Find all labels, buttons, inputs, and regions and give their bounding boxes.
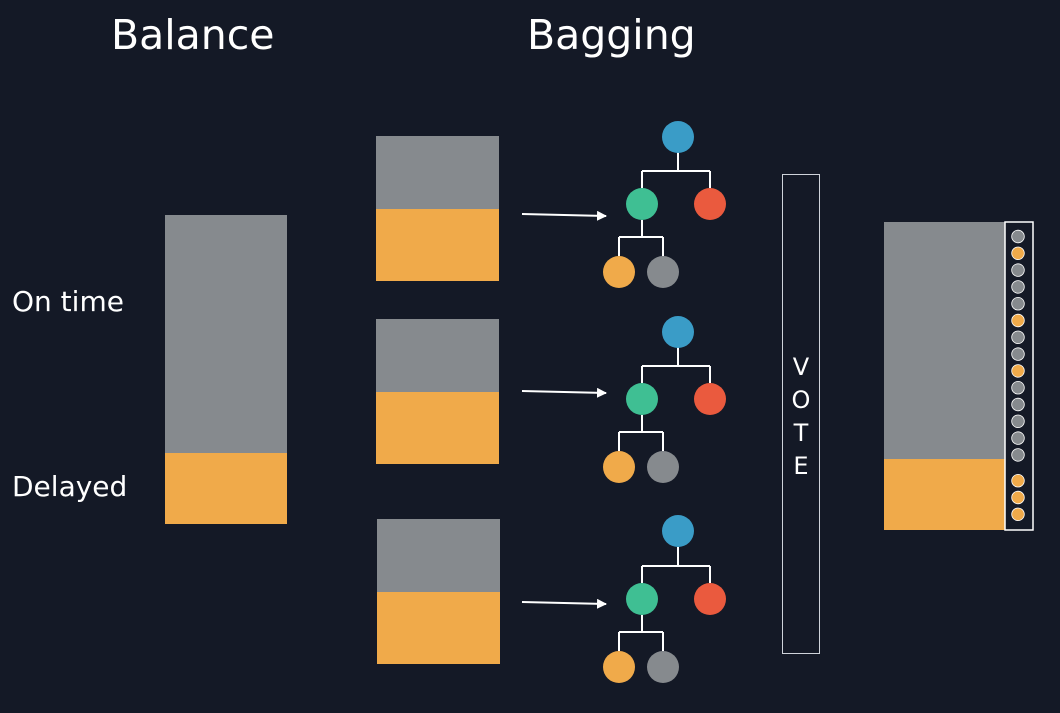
arrow-to-tree-3 [521,598,607,609]
bag-sample-1-on-time-segment [376,136,499,209]
bag-sample-1 [376,136,499,281]
balance-bar-on-time-segment [165,215,287,453]
tree-1-orange-leaf-node [603,256,635,288]
bag-sample-3-on-time-segment [377,519,500,592]
tree-1-split-node [626,188,658,220]
output-bar-on-time-segment [884,222,1005,459]
vote-label: V O T E [783,351,819,483]
vote-dot-orange [1011,490,1025,505]
bagging-title: Bagging [527,11,696,59]
vote-dot-gray [1011,330,1025,345]
vote-dot-orange [1011,313,1025,328]
vote-tally-dots [1011,229,1025,522]
vote-dot-gray [1011,297,1025,311]
tree-3-split-node [626,583,658,615]
tree-1-lower-edges [618,220,664,256]
vote-tally-frame [1004,221,1034,531]
vote-letter-o: O [791,386,811,414]
tree-3-gray-leaf-node [647,651,679,683]
tree-2-orange-leaf-node [603,451,635,483]
tree-2-red-leaf-node [694,383,726,415]
vote-dot-gray [1011,448,1025,462]
vote-dot-gray [1011,280,1025,294]
bag-sample-3-delayed-segment [377,592,500,664]
vote-dot-orange [1011,474,1025,488]
bag-sample-2-on-time-segment [376,319,499,392]
vote-dot-gray [1011,414,1025,429]
tree-2-root-node [662,316,694,348]
tree-1-root-node [662,121,694,153]
vote-dot-orange [1011,364,1025,378]
tree-2-gray-leaf-node [647,451,679,483]
tree-2-split-node [626,383,658,415]
tree-3-root-node [662,515,694,547]
balance-bar [165,215,287,524]
bag-sample-2-delayed-segment [376,392,499,464]
tree-1-upper-edges [641,152,711,188]
arrow-to-tree-1 [521,210,607,221]
vote-letter-v: V [792,353,810,381]
decision-tree-3 [603,515,726,683]
output-bar-delayed-segment [884,459,1005,530]
vote-dot-orange [1011,246,1025,261]
vote-letter-e: E [793,452,809,480]
balance-bar-delayed-segment [165,453,287,524]
vote-dot-gray [1011,347,1025,361]
bag-sample-1-delayed-segment [376,209,499,281]
tree-3-orange-leaf-node [603,651,635,683]
on-time-label: On time [12,285,124,318]
vote-dot-orange [1011,507,1025,522]
decision-tree-1 [603,121,726,288]
tree-1-gray-leaf-node [647,256,679,288]
delayed-label: Delayed [12,470,128,503]
tree-2-lower-edges [618,415,664,451]
arrow-to-tree-2 [521,387,607,398]
decision-tree-2 [603,316,726,483]
balance-title: Balance [111,11,275,59]
vote-box: V O T E [782,174,820,654]
tree-1-red-leaf-node [694,188,726,220]
output-bar [884,222,1005,530]
bag-sample-3 [377,519,500,664]
vote-dot-gray [1011,381,1025,395]
vote-letter-t: T [793,419,809,447]
tree-3-lower-edges [618,615,664,651]
vote-dot-gray [1011,397,1025,412]
tree-3-upper-edges [641,547,711,583]
bag-sample-2 [376,319,499,464]
vote-dot-gray [1011,263,1025,277]
tree-2-upper-edges [641,347,711,383]
vote-dot-gray [1011,431,1025,445]
tree-3-red-leaf-node [694,583,726,615]
vote-dot-gray [1011,229,1025,244]
